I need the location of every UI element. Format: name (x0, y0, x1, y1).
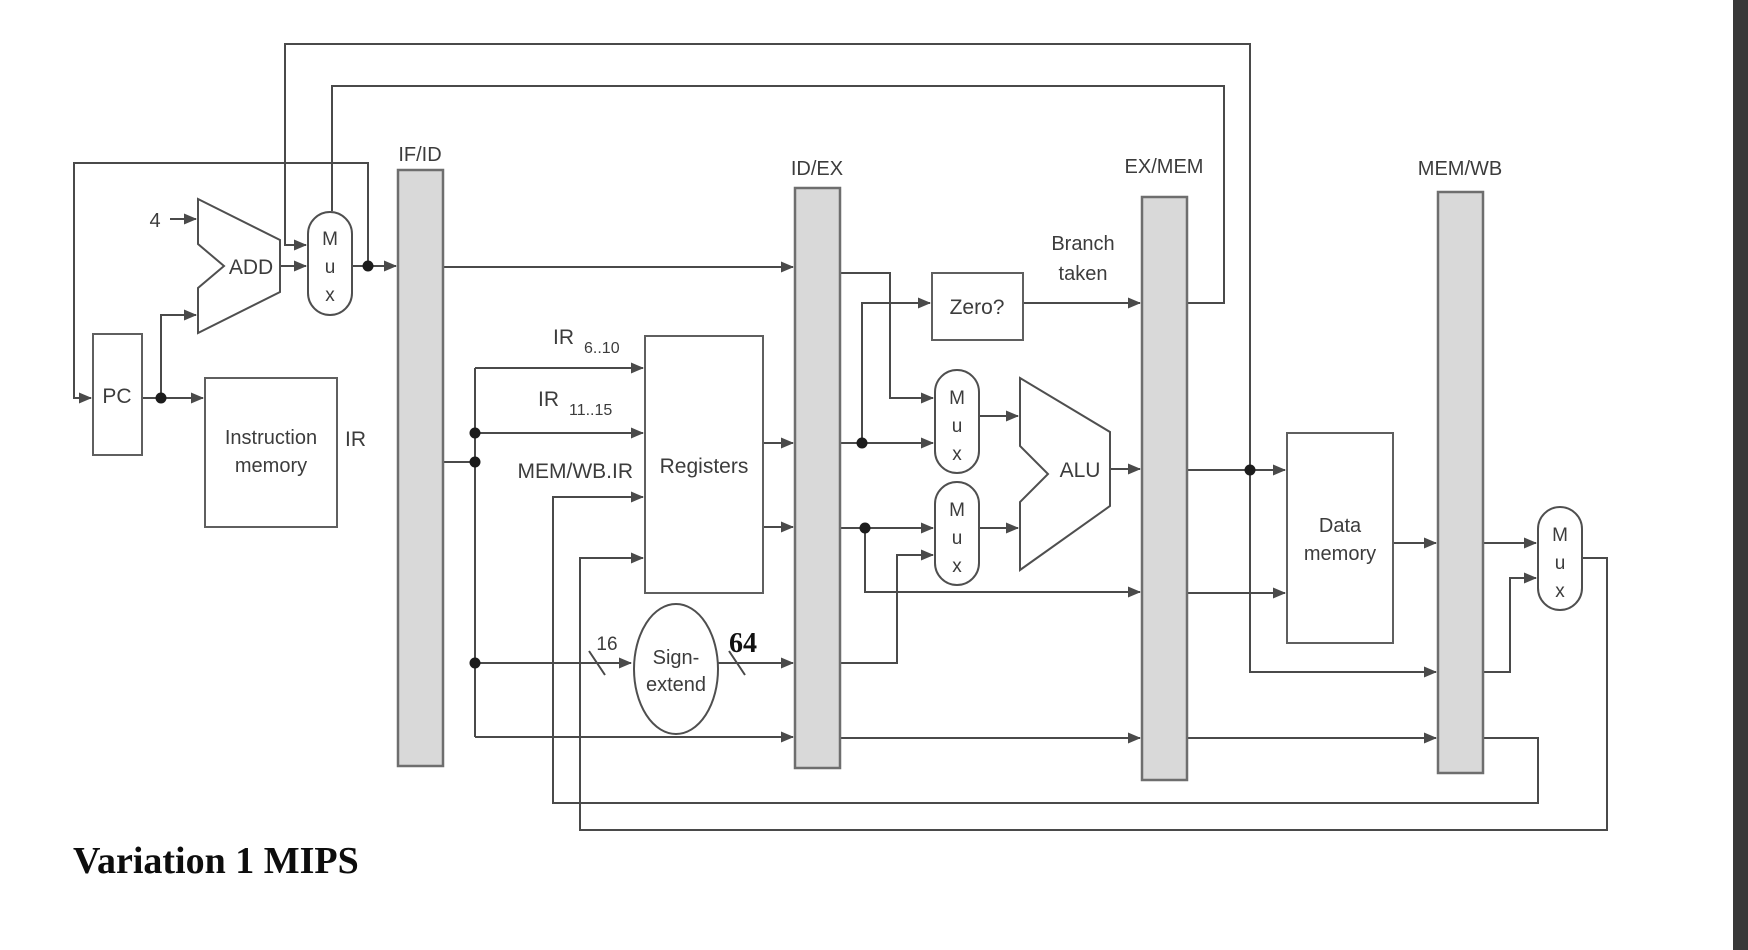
junction-dot (469, 657, 481, 669)
add-block: ADD (197, 197, 281, 335)
mux2-label-x: x (952, 556, 962, 577)
wire-writedata-feedback (579, 552, 1608, 831)
bus-width-64-label: 64 (729, 628, 757, 659)
mux1-label-u: u (952, 416, 963, 437)
mux2-label-u: u (952, 528, 963, 549)
mem-wb-register (1436, 190, 1485, 775)
if-id-label: IF/ID (398, 144, 441, 166)
mux3-shape (1537, 506, 1583, 611)
registers-block: Registers (644, 335, 764, 594)
branch-taken-label-2: taken (1059, 263, 1108, 285)
ir-6-10-base: IR (553, 326, 574, 349)
mux3-label-m: M (1552, 525, 1568, 546)
junction-dot (1244, 464, 1256, 476)
instruction-memory-label-1: Instruction (225, 427, 317, 449)
data-memory-block: Data memory (1286, 432, 1394, 644)
zero-block: Zero? (931, 272, 1024, 341)
alu-block: ALU (1019, 376, 1111, 572)
pc-block: PC (92, 333, 143, 456)
right-edge-strip (1733, 0, 1748, 950)
alu-label: ALU (1060, 459, 1101, 482)
junction-dot (856, 437, 868, 449)
writeback-mux: M u x (1537, 506, 1583, 611)
mux0-label-m: M (322, 229, 338, 250)
mem-wb-ir-label: MEM/WB.IR (518, 460, 634, 483)
sign-extend-block: Sign- extend (633, 603, 719, 735)
alu-shape (1019, 376, 1111, 572)
pc-label: PC (102, 385, 131, 408)
ir-6-10-sub: 6..10 (584, 340, 620, 357)
pc-box (92, 333, 143, 456)
ir-label: IR (345, 428, 366, 451)
pipeline-registers: IF/ID ID/EX EX/MEM MEM/WB (396, 144, 1502, 782)
wire-aluresult-to-mux3 (1483, 572, 1537, 673)
zero-box (931, 272, 1024, 341)
wire-branch-taken-feedback (331, 85, 1225, 304)
mux0-label-x: x (325, 285, 335, 306)
sign-extend-label-2: extend (646, 674, 706, 696)
add-label: ADD (229, 256, 273, 279)
wire-npc-to-mux1 (840, 272, 934, 404)
branch-taken-label-1: Branch (1051, 233, 1114, 255)
wire-imm-to-mux2 (840, 549, 934, 664)
junction-dot (469, 427, 481, 439)
sign-extend-label-1: Sign- (653, 647, 700, 669)
mux1-label-m: M (949, 388, 965, 409)
wire-writereg-feedback (552, 491, 1539, 804)
bus-width-tick-64 (728, 650, 746, 676)
if-id-register (396, 168, 445, 768)
mux1-label-x: x (952, 444, 962, 465)
junction-dots (155, 260, 1256, 669)
data-memory-label-1: Data (1319, 515, 1362, 537)
mux0-shape (307, 211, 353, 316)
four-label: 4 (149, 210, 160, 232)
data-memory-box (1286, 432, 1394, 644)
registers-box (644, 335, 764, 594)
junction-dot (362, 260, 374, 272)
mux2-shape (934, 481, 980, 586)
adder-shape (197, 197, 281, 335)
junction-dot (469, 456, 481, 468)
mux3-label-x: x (1555, 581, 1565, 602)
ir-11-15-base: IR (538, 388, 559, 411)
junction-dot (859, 522, 871, 534)
ir-11-15-sub: 11..15 (569, 402, 612, 419)
id-ex-label: ID/EX (791, 158, 843, 180)
mux1-shape (934, 369, 980, 474)
wire-branch-target-feedback (284, 43, 1251, 468)
wire-pc-feedback (73, 162, 369, 404)
ex-mem-register (1140, 195, 1189, 782)
wire-valA-to-zero (861, 297, 931, 443)
instruction-memory-block: Instruction memory (204, 377, 338, 528)
wire-aluresult-bypass (1249, 470, 1437, 678)
ex-mem-label: EX/MEM (1125, 156, 1204, 178)
mux2-label-m: M (949, 500, 965, 521)
diagram-caption: Variation 1 MIPS (73, 840, 359, 882)
mux0-label-u: u (325, 257, 336, 278)
id-ex-register (793, 186, 842, 770)
registers-label: Registers (660, 455, 749, 478)
mem-wb-label: MEM/WB (1418, 158, 1502, 180)
mux3-label-u: u (1555, 553, 1566, 574)
instruction-memory-label-2: memory (235, 455, 307, 477)
sign-extend-shape (633, 603, 719, 735)
instruction-memory-box (204, 377, 338, 528)
bus-width-16-label: 16 (596, 634, 617, 655)
wire-storedata-to-exmem (864, 528, 1141, 598)
bus-width-tick-16 (588, 650, 606, 676)
pc-source-mux: M u x (307, 211, 353, 316)
alusrc-b-mux: M u x (934, 481, 980, 586)
wire-labels: 4 IR IR 6..10 IR 11..15 MEM/WB.IR Branch… (149, 210, 1114, 659)
wire-pc-to-add (160, 309, 197, 398)
data-memory-label-2: memory (1304, 543, 1376, 565)
junction-dot (155, 392, 167, 404)
zero-label: Zero? (950, 296, 1005, 319)
alusrc-a-mux: M u x (934, 369, 980, 474)
